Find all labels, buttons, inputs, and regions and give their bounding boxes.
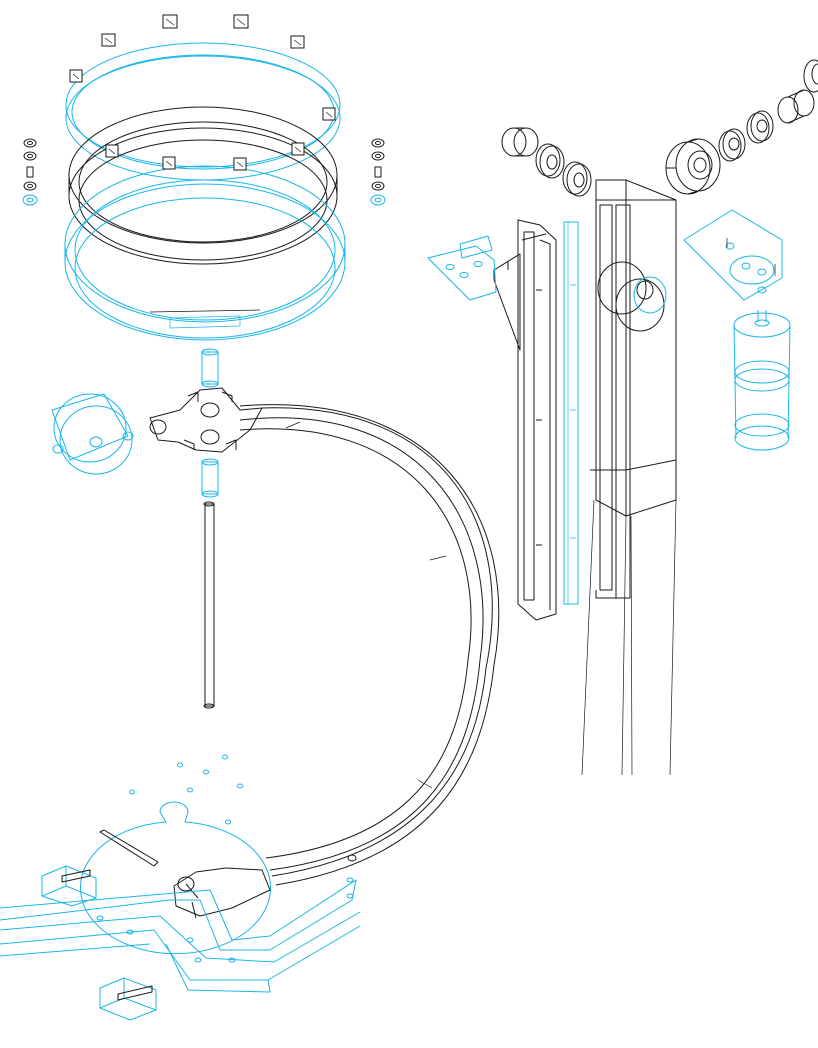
top-ring-assembly [64, 14, 346, 341]
bearing-spacer-row [501, 59, 818, 197]
base-disc [80, 754, 271, 955]
side-nut-stacks [22, 138, 386, 206]
ring-clip-icon [69, 14, 336, 171]
stepper-motor [51, 393, 134, 475]
vertical-mast [493, 179, 677, 776]
motor-bracket [427, 209, 783, 301]
base-rails [0, 877, 361, 993]
curved-arm [173, 404, 500, 919]
foot-clamps [41, 829, 159, 1021]
shaft-rod [203, 501, 215, 709]
hub-clamp [149, 348, 263, 498]
motor-cylinder [733, 310, 791, 451]
